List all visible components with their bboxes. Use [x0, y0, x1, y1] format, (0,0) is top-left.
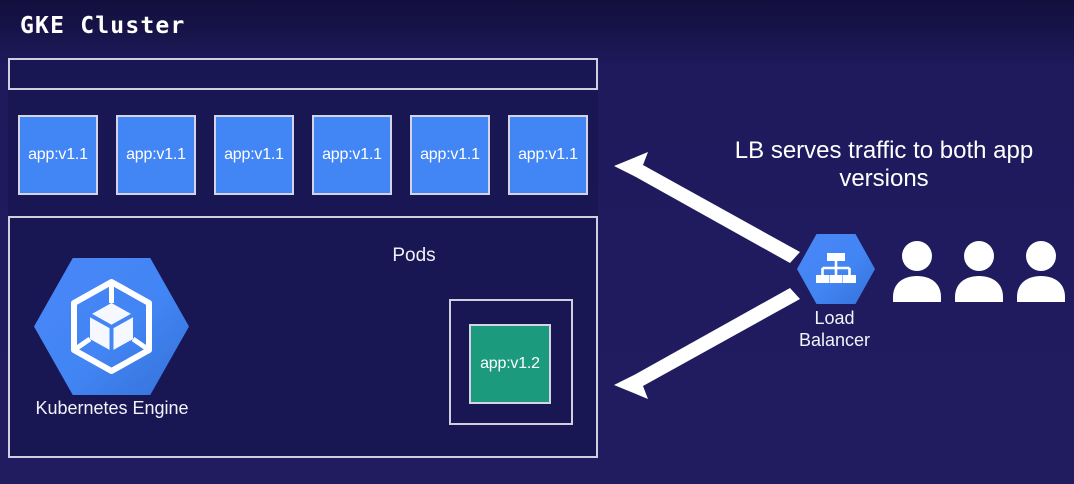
pods-row: app:v1.1 app:v1.1 app:v1.1 app:v1.1 app:… [18, 114, 588, 196]
pod-app-v1-1[interactable]: app:v1.1 [116, 115, 196, 195]
pods-label: Pods [392, 245, 436, 266]
page-title: GKE Cluster [20, 13, 186, 39]
pod-label: app:v1.2 [480, 355, 540, 372]
pod-app-v1-1[interactable]: app:v1.1 [508, 115, 588, 195]
lb-caption: LB serves traffic to both app versions [700, 137, 1068, 194]
user-icon [893, 241, 941, 302]
pod-label: app:v1.1 [420, 146, 480, 163]
pod-label: app:v1.1 [126, 146, 186, 163]
load-balancer-hexagon-icon [797, 234, 875, 304]
arrow-to-v1-2-pod [614, 288, 800, 399]
pod-label: app:v1.1 [224, 146, 284, 163]
load-balancer-node: Load Balancer [777, 234, 892, 359]
pod-label: app:v1.1 [518, 146, 578, 163]
lb-caption-line-2: versions [839, 165, 929, 193]
user-icon [1017, 241, 1065, 302]
pod-app-v1-1[interactable]: app:v1.1 [410, 115, 490, 195]
pod-app-v1-2[interactable]: app:v1.2 [469, 324, 551, 404]
load-balancer-label-line-2: Balancer [798, 329, 871, 350]
kubernetes-engine-node: Kubernetes Engine [22, 258, 202, 433]
kubernetes-engine-label: Kubernetes Engine [35, 398, 189, 418]
pod-app-v1-1[interactable]: app:v1.1 [18, 115, 98, 195]
arrow-to-v1-1-pods [614, 152, 800, 263]
pods-band: app:v1.1 app:v1.1 app:v1.1 app:v1.1 app:… [8, 88, 598, 218]
pod-app-v1-1[interactable]: app:v1.1 [214, 115, 294, 195]
load-balancer-label-line-1: Load [814, 308, 855, 328]
pod-app-v1-1[interactable]: app:v1.1 [312, 115, 392, 195]
user-icon [955, 241, 1003, 302]
pod-label: app:v1.1 [28, 146, 88, 163]
users-group [893, 240, 1065, 302]
canary-replicaset-boundary: app:v1.2 [449, 299, 573, 425]
lb-caption-line-1: LB serves traffic to both app [734, 137, 1034, 164]
pod-label: app:v1.1 [322, 146, 382, 163]
load-balancer-label: Load Balancer [777, 308, 892, 352]
kubernetes-engine-hexagon-icon [34, 258, 189, 395]
